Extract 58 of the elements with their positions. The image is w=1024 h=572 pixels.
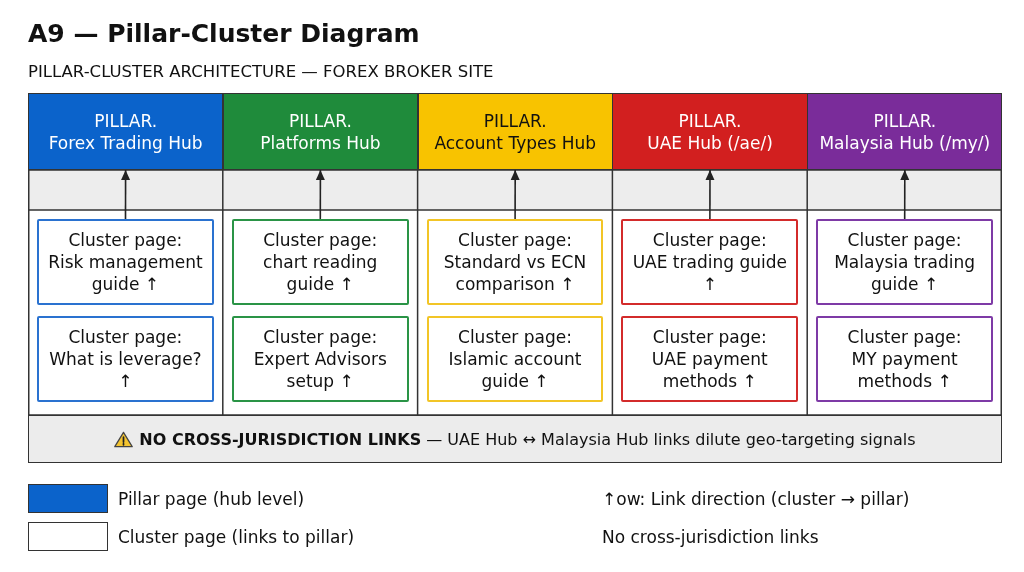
pillar-header [807,93,1003,170]
cluster-title: Islamic account guide ↑ [447,348,583,392]
cluster-label: Cluster page: [847,229,962,251]
cluster-label: Cluster page: [263,229,378,251]
arrow [315,169,325,220]
pillar-label: PILLAR. [94,109,158,132]
cluster-label: Cluster page: [847,326,962,348]
pillar-header [417,93,613,170]
legend-text: ↑ow: Link direction (cluster → pillar) [602,488,910,511]
pillar-title: Forex Trading Hub [48,131,203,154]
banner-text: NO CROSS-JURISDICTION LINKS — UAE Hub ↔ Malaysia Hub links dilute geo-targeting signals [139,429,916,449]
legend-text: No cross-jurisdiction links [602,526,819,549]
cluster-box [816,219,993,305]
legend-text: Cluster page (links to pillar) [118,526,355,549]
cluster-label: Cluster page: [458,326,572,348]
cluster-box [426,219,604,305]
cluster-box [426,316,604,402]
cluster-title: Risk management guide ↑ [47,251,204,295]
cluster-label: Cluster page: [68,326,183,348]
pillar-title: UAE Hub (/ae/) [647,131,773,154]
cluster-box [37,219,214,305]
title: A9 — Pillar-Cluster Diagram [28,18,420,50]
cluster-box [621,219,799,305]
cluster-title: MY payment methods ↑ [850,348,959,392]
arrow [121,169,131,220]
legend-text: Pillar page (hub level) [118,488,305,511]
cluster-title: Malaysia trading guide ↑ [833,251,976,295]
cluster-box [621,316,799,402]
cluster-title: UAE payment methods ↑ [650,348,769,392]
cluster-box [37,316,214,402]
pillar-title: Malaysia Hub (/my/) [819,131,991,154]
cluster-box [231,316,409,402]
cluster-label: Cluster page: [68,229,183,251]
arrow [510,169,520,220]
pillar-title: Account Types Hub [434,131,597,154]
pillar-label: PILLAR. [873,109,937,132]
arrow [705,169,715,220]
arrow [900,169,910,220]
cluster-label: Cluster page: [652,229,767,251]
subtitle: PILLAR-CLUSTER ARCHITECTURE — FOREX BROKER SITE [28,61,494,83]
pillar-header [612,93,808,170]
pillar-header [222,93,419,170]
cluster-title: UAE trading guide ↑ [631,251,788,295]
cluster-title: chart reading guide ↑ [262,251,379,295]
cluster-title: Expert Advisors setup ↑ [252,348,388,392]
cluster-box [231,219,409,305]
cluster-label: Cluster page: [652,326,767,348]
cluster-label: Cluster page: [263,326,378,348]
cluster-title: Standard vs ECN comparison ↑ [442,251,588,295]
pillar-title: Platforms Hub [260,131,381,154]
warning-banner [28,415,1002,463]
cluster-label: Cluster page: [458,229,572,251]
cluster-title: What is leverage? ↑ [48,348,203,392]
pillar-header [28,93,224,170]
cluster-box [816,316,993,402]
pillar-label: PILLAR. [483,109,547,132]
pillar-label: PILLAR. [289,109,352,132]
pillar-label: PILLAR. [678,109,742,132]
